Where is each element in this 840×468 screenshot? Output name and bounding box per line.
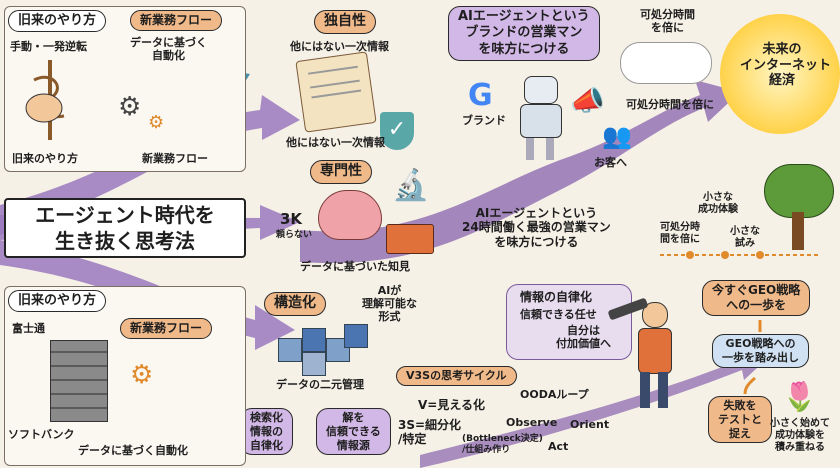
shield-check-icon: ✓ <box>380 112 414 150</box>
structuring-tag-1: 検索化 情報の 自律化 <box>240 408 293 456</box>
top-left-caption: 旧来のやり方 <box>12 152 78 165</box>
autonomy-line-1: 信頼できる任せ <box>520 308 597 321</box>
geo-failure: 失敗を テストと 捉え <box>708 396 772 444</box>
bottom-company-1: 富士通 <box>12 322 45 335</box>
expertise-stat: 3K <box>280 210 303 228</box>
growth-dot-1 <box>686 251 694 259</box>
ai-agent-title: AIエージェントという ブランドの営業マン を味方につける <box>448 6 600 61</box>
v3s-s3: 3S=細分化 /特定 <box>398 418 462 447</box>
geo-step: GEO戦略への 一歩を踏み出し <box>712 334 809 368</box>
top-new-flow-caption: 新業務フロー <box>142 152 208 165</box>
expertise-title: 専門性 <box>310 160 372 184</box>
people-icon: 👥 <box>602 122 632 150</box>
structuring-caption: データの二元管理 <box>276 378 364 391</box>
uniqueness-subtitle: 他にはない一次情報 <box>290 40 389 53</box>
growth-time-double: 可処分時 間を倍に <box>660 222 700 245</box>
main-title: エージェント時代を 生き抜く思考法 <box>4 198 246 258</box>
gear-icon-bottom: ⚙ <box>130 360 154 390</box>
v3s-orient: Orient <box>570 418 610 431</box>
growth-dot-3 <box>756 251 764 259</box>
brick-wall-icon <box>50 340 108 422</box>
future-title: 未来の インターネット 経済 <box>740 42 832 89</box>
flower-icon: 🌷 <box>782 380 817 413</box>
bottom-company-2: ソフトバンク <box>8 428 75 441</box>
toolbox-icon <box>386 224 434 254</box>
cubes-icon <box>278 318 368 376</box>
top-new-flow-title: 新業務フロー <box>130 10 223 31</box>
autonomy-bubble <box>506 284 632 360</box>
top-left-panel <box>4 6 246 172</box>
scroll-icon <box>295 51 377 133</box>
disposable-time-caption: 可処分時間を倍に <box>626 98 714 111</box>
main-arrow-right <box>300 80 740 264</box>
v3s-observe: Observe <box>506 416 558 429</box>
timeline-arrow <box>420 348 770 468</box>
expertise-stat-caption: 頼らない <box>276 230 313 240</box>
rope-hands-icon <box>14 60 86 140</box>
uniqueness-caption: 他にはない一次情報 <box>286 136 385 149</box>
ai-agent-customer-label: お客へ <box>594 156 627 169</box>
tree-icon <box>764 164 834 250</box>
top-left-title: 旧来のやり方 <box>8 10 107 33</box>
growth-small-success: 小さな 成功体験 <box>698 192 738 215</box>
bottom-left-panel <box>4 286 246 466</box>
autonomy-line-2: 自分は 付加価値へ <box>556 324 611 351</box>
bottom-caption: データに基づく自動化 <box>78 444 188 457</box>
autonomy-title: 情報の自律化 <box>520 290 593 304</box>
brain-icon <box>318 190 382 240</box>
megaphone-icon: 📣 <box>570 84 605 117</box>
uniqueness-title: 独自性 <box>314 10 376 34</box>
top-data-automation: データに基づく 自動化 <box>130 36 207 63</box>
microscope-icon: 🔬 <box>392 168 430 203</box>
expertise-caption: データに基づいた知見 <box>300 260 410 273</box>
ai-agent-center-text: AIエージェントという 24時間働く最強の営業マン を味方につける <box>462 206 611 249</box>
gear-icon-small: ⚙ <box>148 112 165 133</box>
sun-icon <box>720 14 840 134</box>
structuring-tag-2: 解を 信頼できる 情報源 <box>316 408 391 456</box>
v3s-v: V=見える化 <box>418 398 485 412</box>
ai-agent-brand-label: ブランド <box>462 114 506 127</box>
growth-dot-2 <box>721 251 729 259</box>
telescope-person-icon <box>607 292 682 412</box>
v3s-title: V3Sの思考サイクル <box>396 366 517 386</box>
geo-small-success: 小さく始めて 成功体験を 積み重ねる <box>770 418 830 453</box>
cloud-icon <box>620 42 712 84</box>
bottom-new-flow-title: 新業務フロー <box>120 318 213 339</box>
geo-arrow-2 <box>743 376 756 395</box>
v3s-act: Act <box>548 440 569 453</box>
bottom-left-title: 旧来のやり方 <box>8 290 107 313</box>
gear-icon: ⚙ <box>118 92 142 122</box>
v3s-ooda: OODAループ <box>520 388 589 401</box>
structuring-title: 構造化 <box>264 292 326 316</box>
growth-small-trial: 小さな 試み <box>730 226 760 249</box>
robot-icon <box>516 76 564 160</box>
structuring-ai-note: AIが 理解可能な 形式 <box>362 284 417 324</box>
top-left-subtitle: 手動・一発逆転 <box>10 40 87 53</box>
google-logo-icon: G <box>468 78 493 113</box>
disposable-time-bubble: 可処分時間 を倍に <box>640 8 695 35</box>
geo-now-title: 今すぐGEO戦略 への一歩を <box>702 280 811 316</box>
v3s-s3-note: (Bottleneck決定) /仕組み作り <box>462 434 543 455</box>
